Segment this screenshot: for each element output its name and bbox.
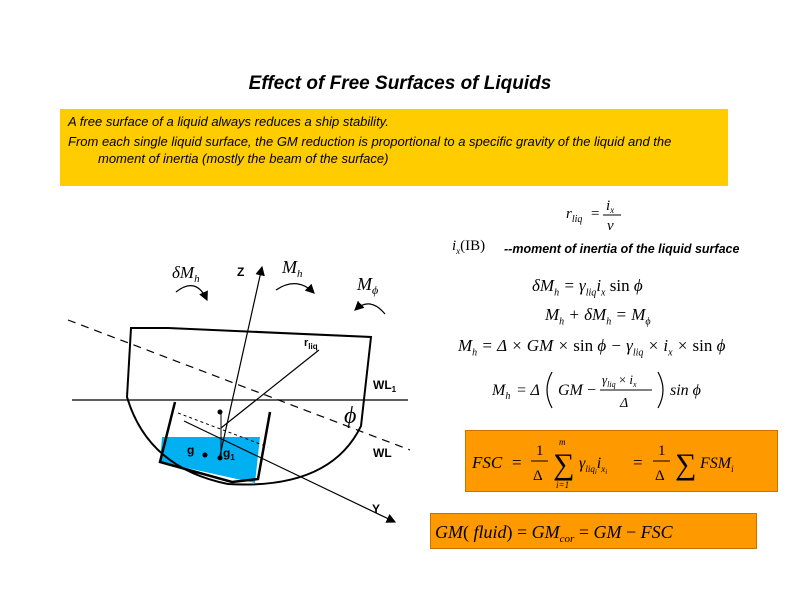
eq1-text: δMh = γliqix sin ϕ (532, 276, 643, 299)
svg-text:FSC: FSC (471, 453, 503, 472)
m-phi-arrow (354, 300, 386, 315)
fsc-formula: FSC = 1 Δ ∑ m i=1 γliqiixi = 1 Δ ∑ FSMi (471, 437, 734, 490)
label-g: g (187, 443, 194, 457)
ship-hull (125, 327, 373, 486)
waterline-wl (67, 319, 411, 451)
point-g (202, 452, 208, 458)
label-g1: g1 (223, 446, 235, 462)
svg-text:GM: GM (558, 382, 585, 399)
svg-text:Δ: Δ (533, 468, 543, 484)
formula-eq1: δMh = γliqix sin ϕ (532, 276, 643, 298)
formula-eq2: Mh + δMh = Mϕ (545, 305, 651, 327)
svg-text:m: m (559, 437, 566, 447)
tank-wall (158, 401, 272, 484)
label-delta-mh: δMh (172, 263, 200, 285)
svg-text:∑: ∑ (553, 448, 574, 481)
svg-text:FSMi: FSMi (699, 455, 734, 474)
label-r-liq: rliq (304, 337, 318, 351)
svg-text:ix: ix (606, 198, 614, 215)
svg-text:GM( fluid) = GMcor = GM − FSC: GM( fluid) = GMcor = GM − FSC (435, 522, 674, 545)
note-line-2: From each single liquid surface, the GM … (68, 134, 672, 166)
svg-text:Mh: Mh (492, 382, 510, 402)
point-center (217, 409, 223, 415)
formula-eq4: Mh = Δ GM − γliq × ix Δ sin ϕ (492, 371, 701, 411)
svg-text:=: = (633, 453, 643, 472)
svg-text:1: 1 (658, 443, 666, 459)
svg-text:=: = (590, 206, 600, 222)
eq3-text: Mh = Δ × GM × sin ϕ − γliq × ix × sin ϕ (458, 336, 726, 359)
label-y-axis: Y (372, 502, 380, 516)
note-line-1: A free surface of a liquid always reduce… (68, 114, 389, 129)
svg-text:=: = (512, 453, 522, 472)
formula-moi-symbol: ix(IB) (452, 238, 486, 256)
r-liq-line (220, 349, 320, 429)
page-title: Effect of Free Surfaces of Liquids (248, 73, 552, 94)
delta-mh-arrow (175, 285, 208, 302)
note-box: A free surface of a liquid always reduce… (60, 109, 728, 186)
z-axis (218, 265, 265, 461)
svg-text:sin ϕ: sin ϕ (670, 382, 701, 399)
svg-text:1: 1 (536, 443, 544, 459)
svg-text:i=1: i=1 (556, 480, 569, 490)
formula-r-liq: rliq = ix v (566, 196, 626, 245)
liquid-fill (160, 437, 260, 483)
gm-fluid-formula-box: GM( fluid) = GMcor = GM − FSC (430, 513, 757, 549)
svg-text:∑: ∑ (675, 448, 696, 481)
svg-text:γliq × ix: γliq × ix (602, 372, 637, 389)
moi-description: --moment of inertia of the liquid surfac… (504, 242, 740, 256)
fsc-formula-box: FSC = 1 Δ ∑ m i=1 γliqiixi = 1 Δ ∑ FSMi (465, 430, 778, 492)
svg-text:v: v (607, 218, 614, 234)
svg-text:Δ: Δ (619, 396, 628, 411)
label-wl1: WL1 (373, 378, 397, 394)
svg-text:Δ: Δ (655, 468, 665, 484)
gm-fluid-formula: GM( fluid) = GMcor = GM − FSC (435, 522, 674, 545)
y-axis (183, 420, 397, 523)
svg-text:−: − (586, 382, 597, 399)
tank-inclined-surface (177, 412, 269, 448)
label-m-phi: Mϕ (356, 274, 378, 297)
mh-arrow (275, 283, 315, 294)
label-z-axis: Z (237, 265, 244, 279)
eq2-text: Mh + δMh = Mϕ (545, 305, 651, 328)
svg-text:γliqiixi: γliqiixi (579, 455, 607, 476)
svg-text:rliq: rliq (566, 206, 582, 225)
label-phi: ϕ (344, 403, 356, 429)
point-g1 (217, 455, 223, 461)
svg-text:= Δ: = Δ (516, 382, 540, 399)
formula-eq3: Mh = Δ × GM × sin ϕ − γliq × ix × sin ϕ (458, 336, 725, 358)
label-mh: Mh (281, 257, 303, 280)
label-wl: WL (373, 446, 392, 460)
